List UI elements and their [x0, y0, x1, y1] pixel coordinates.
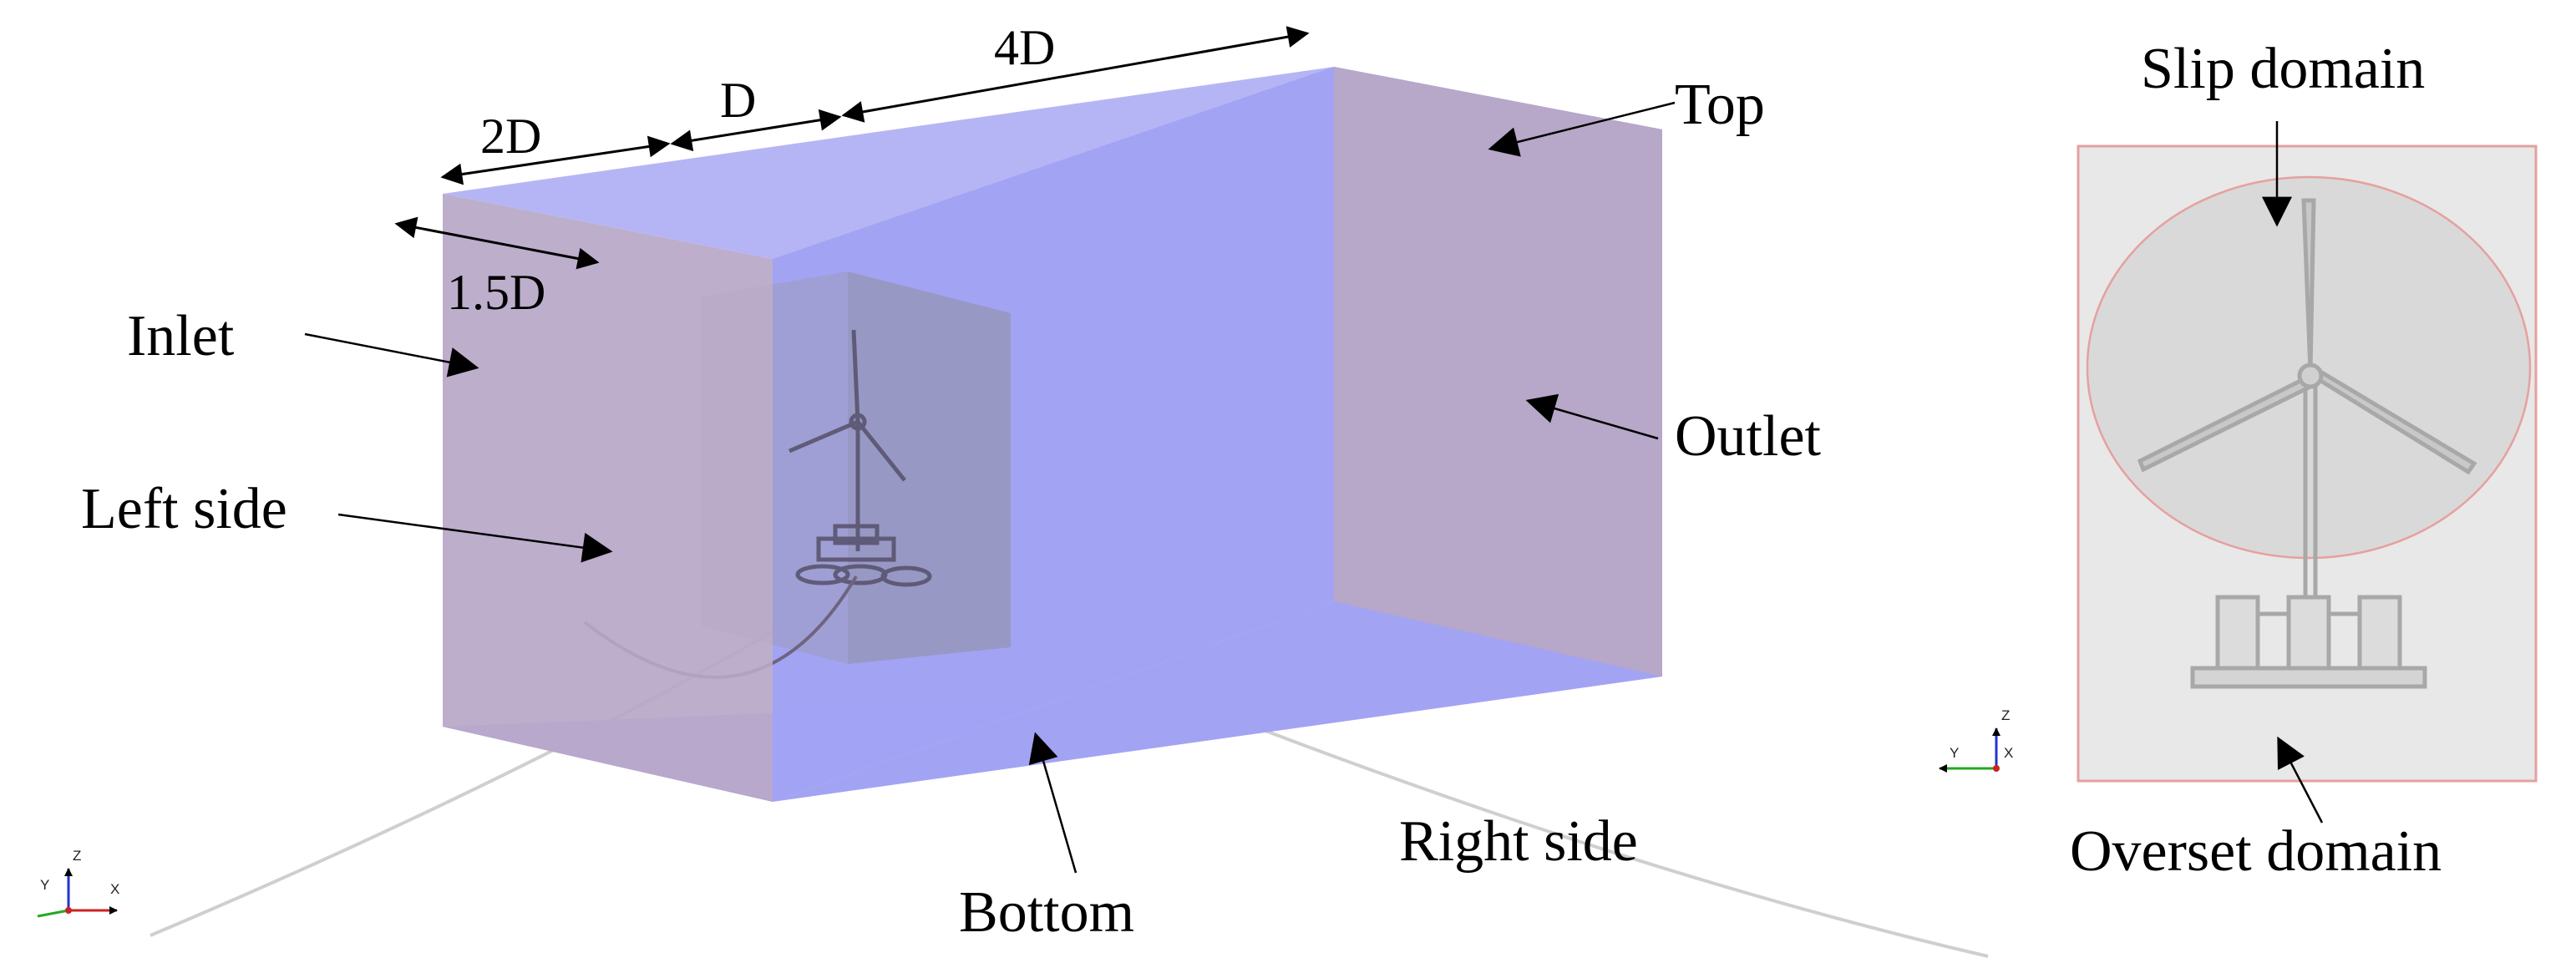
- dim-4d-label: 4D: [994, 20, 1055, 75]
- outlet-label: Outlet: [1675, 404, 1822, 469]
- right-side-label: Right side: [1399, 809, 1638, 874]
- slip-domain-label: Slip domain: [2141, 37, 2425, 101]
- dim-2d-label: 2D: [480, 109, 541, 164]
- turbine-main: [789, 329, 932, 587]
- dimension-lines: [394, 26, 1310, 270]
- left-side-label: Left side: [81, 477, 287, 541]
- detail-axis-z-label: Z: [2001, 707, 2010, 723]
- computational-domain: [150, 67, 1989, 958]
- overset-block-front: [848, 271, 1011, 664]
- detail-view: Slip domain Overset domain Z Y X: [1939, 37, 2538, 884]
- bottom-arrow: [1028, 732, 1078, 874]
- dim-15d-label: 1.5D: [447, 265, 545, 320]
- dim-15d-line: [394, 216, 600, 270]
- dim-d-line: [670, 109, 842, 152]
- outlet-face: [1334, 67, 1662, 677]
- bottom-label: Bottom: [959, 880, 1134, 945]
- dim-2d-line: [440, 135, 671, 185]
- axis-x-label: X: [110, 881, 119, 897]
- side-face: [773, 67, 1334, 802]
- top-label: Top: [1675, 73, 1765, 137]
- dim-d-label: D: [720, 73, 756, 128]
- overset-domain-arrow: [2277, 736, 2324, 824]
- top-arrow: [1488, 101, 1676, 157]
- turbine-detail: [2137, 198, 2477, 689]
- outlet-arrow: [1525, 393, 1659, 440]
- inlet-face: [443, 194, 773, 802]
- overset-domain-label: Overset domain: [2070, 819, 2442, 884]
- left-side-arrow: [337, 513, 613, 563]
- inlet-arrow: [304, 332, 479, 378]
- detail-axis-y-label: Y: [1950, 745, 1959, 761]
- axes-triad-main: Z Y X: [37, 848, 119, 918]
- inlet-label: Inlet: [127, 304, 235, 368]
- axes-triad-detail: Z Y X: [1939, 707, 2013, 773]
- axis-z-label: Z: [73, 848, 81, 864]
- detail-axis-x-label: X: [2004, 745, 2013, 761]
- dim-4d-line: [841, 26, 1310, 123]
- axis-y-label: Y: [40, 877, 49, 893]
